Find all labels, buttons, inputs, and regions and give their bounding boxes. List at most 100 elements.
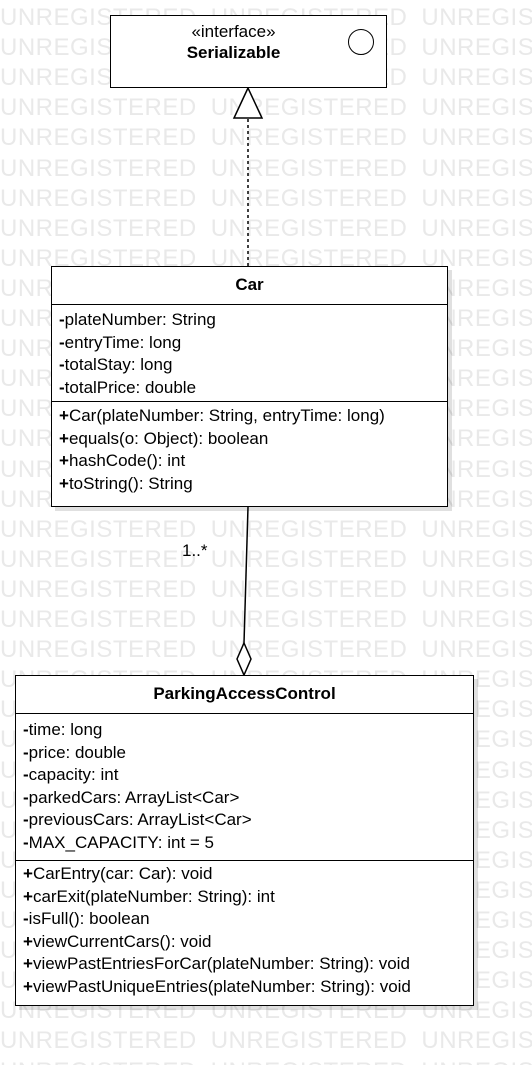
visibility-marker: + <box>59 428 69 448</box>
member-text: capacity: int <box>28 765 119 785</box>
watermark-row: UNREGISTERED UNREGISTERED UNREGISTERED <box>0 215 532 243</box>
watermark-text: UNREGISTERED <box>210 1027 408 1055</box>
parking-class-name: ParkingAccessControl <box>16 676 473 714</box>
parking-method: +viewCurrentCars(): void <box>23 931 473 954</box>
watermark-text: UNREGISTERED <box>421 545 532 573</box>
parking-access-control-class[interactable]: ParkingAccessControl -time: long-price: … <box>15 675 474 1006</box>
member-text: time: long <box>28 720 103 739</box>
member-text: carExit(plateNumber: String): int <box>32 886 275 906</box>
watermark-text: UNREGISTERED <box>421 636 532 664</box>
car-class-name: Car <box>52 267 447 305</box>
parking-attribute: -previousCars: ArrayList<Car> <box>23 809 473 832</box>
car-attribute: -totalStay: long <box>59 354 447 377</box>
realization-arrowhead <box>232 86 264 119</box>
parking-attributes: -time: long-price: double-capacity: int-… <box>16 714 473 861</box>
member-text: entryTime: long <box>64 332 182 352</box>
visibility-marker: - <box>23 787 29 807</box>
visibility-marker: - <box>23 720 29 739</box>
watermark-text: UNREGISTERED <box>210 575 408 603</box>
watermark-text: UNREGISTERED <box>0 1027 197 1055</box>
watermark-row: UNREGISTERED UNREGISTERED UNREGISTERED <box>0 155 532 183</box>
watermark-text: UNREGISTERED <box>210 545 408 573</box>
watermark-text: UNREGISTERED <box>0 214 197 242</box>
visibility-marker: - <box>23 765 29 785</box>
watermark-text: UNREGISTERED <box>421 1058 532 1065</box>
visibility-marker: + <box>59 473 69 493</box>
watermark-text: UNREGISTERED <box>0 94 197 122</box>
car-attributes: -plateNumber: String-entryTime: long-tot… <box>52 305 447 402</box>
member-text: parkedCars: ArrayList<Car> <box>28 787 240 807</box>
watermark-text: UNREGISTERED <box>421 184 532 212</box>
interface-stereotype: «interface» <box>191 22 276 41</box>
watermark-text: UNREGISTERED <box>210 184 408 212</box>
interface-name: Serializable <box>186 43 281 62</box>
interface-circle-icon <box>348 29 374 55</box>
member-text: totalPrice: double <box>64 377 197 397</box>
watermark-text: UNREGISTERED <box>210 214 408 242</box>
watermark-text: UNREGISTERED <box>421 154 532 182</box>
visibility-marker: + <box>23 954 33 974</box>
member-text: isFull(): boolean <box>28 909 150 929</box>
watermark-text: UNREGISTERED <box>210 154 408 182</box>
parking-attribute: -parkedCars: ArrayList<Car> <box>23 787 473 810</box>
watermark-row: UNREGISTEREDUNREGISTEREDUNREGISTERED <box>0 124 532 152</box>
visibility-marker: - <box>23 909 29 929</box>
car-attribute: -entryTime: long <box>59 332 447 355</box>
member-text: previousCars: ArrayList<Car> <box>28 810 252 830</box>
visibility-marker: - <box>59 377 65 397</box>
serializable-interface[interactable]: «interface» Serializable <box>110 15 387 88</box>
visibility-marker: + <box>59 406 69 425</box>
watermark-text: UNREGISTERED <box>421 606 532 633</box>
aggregation-line <box>243 506 249 644</box>
member-text: hashCode(): int <box>68 451 186 471</box>
parking-method: +viewPastUniqueEntries(plateNumber: Stri… <box>23 976 473 999</box>
car-class[interactable]: Car -plateNumber: String-entryTime: long… <box>51 266 448 507</box>
visibility-marker: + <box>59 451 69 471</box>
visibility-marker: - <box>23 810 29 830</box>
watermark-text: UNREGISTERED <box>0 575 197 603</box>
watermark-text: UNREGISTERED <box>421 94 532 122</box>
visibility-marker: - <box>23 742 29 762</box>
watermark-text: UNREGISTERED <box>421 515 532 543</box>
watermark-text: UNREGISTERED <box>210 606 408 633</box>
parking-method: -isFull(): boolean <box>23 908 473 931</box>
member-text: Car(plateNumber: String, entryTime: long… <box>68 406 385 425</box>
watermark-text: UNREGISTERED <box>0 154 197 182</box>
visibility-marker: + <box>23 886 33 906</box>
watermark-row: UNREGISTEREDUNREGISTEREDUNREGISTERED <box>0 185 532 213</box>
visibility-marker: + <box>23 864 33 883</box>
car-method: +Car(plateNumber: String, entryTime: lon… <box>59 405 447 428</box>
watermark-text: UNREGISTERED <box>0 636 197 664</box>
watermark-text: UNREGISTERED <box>421 1027 532 1055</box>
watermark-text: UNREGISTERED <box>0 124 197 152</box>
visibility-marker: - <box>59 332 65 352</box>
member-text: CarEntry(car: Car): void <box>32 864 213 883</box>
watermark-row: UNREGISTERED UNREGISTERED UNREGISTERED <box>0 576 532 604</box>
visibility-marker: + <box>23 976 33 996</box>
member-text: MAX_CAPACITY: int = 5 <box>28 832 215 852</box>
watermark-text: UNREGISTERED <box>421 214 532 242</box>
car-attribute: -plateNumber: String <box>59 309 447 332</box>
watermark-text: UNREGISTERED <box>0 545 197 573</box>
watermark-row: UNREGISTEREDUNREGISTEREDUNREGISTERED <box>0 1058 532 1065</box>
visibility-marker: - <box>23 832 29 852</box>
member-text: equals(o: Object): boolean <box>68 428 269 448</box>
watermark-text: UNREGISTERED <box>421 64 532 92</box>
watermark-text: UNREGISTERED <box>421 34 532 62</box>
parking-attribute: -MAX_CAPACITY: int = 5 <box>23 832 473 855</box>
visibility-marker: - <box>59 310 65 329</box>
watermark-row: UNREGISTERED UNREGISTERED UNREGISTERED <box>0 606 532 634</box>
member-text: viewPastUniqueEntries(plateNumber: Strin… <box>32 976 411 996</box>
car-attribute: -totalPrice: double <box>59 377 447 400</box>
member-text: totalStay: long <box>64 355 173 375</box>
watermark-row: UNREGISTERED UNREGISTERED UNREGISTERED <box>0 546 532 574</box>
parking-method: +viewPastEntriesForCar(plateNumber: Stri… <box>23 953 473 976</box>
car-method: +toString(): String <box>59 473 447 496</box>
watermark-text: UNREGISTERED <box>0 606 197 633</box>
watermark-text: UNREGISTERED <box>210 515 408 543</box>
watermark-text: UNREGISTERED <box>421 575 532 603</box>
parking-methods: +CarEntry(car: Car): void+carExit(plateN… <box>16 861 473 999</box>
parking-method: +carExit(plateNumber: String): int <box>23 886 473 909</box>
aggregation-diamond <box>236 641 252 677</box>
